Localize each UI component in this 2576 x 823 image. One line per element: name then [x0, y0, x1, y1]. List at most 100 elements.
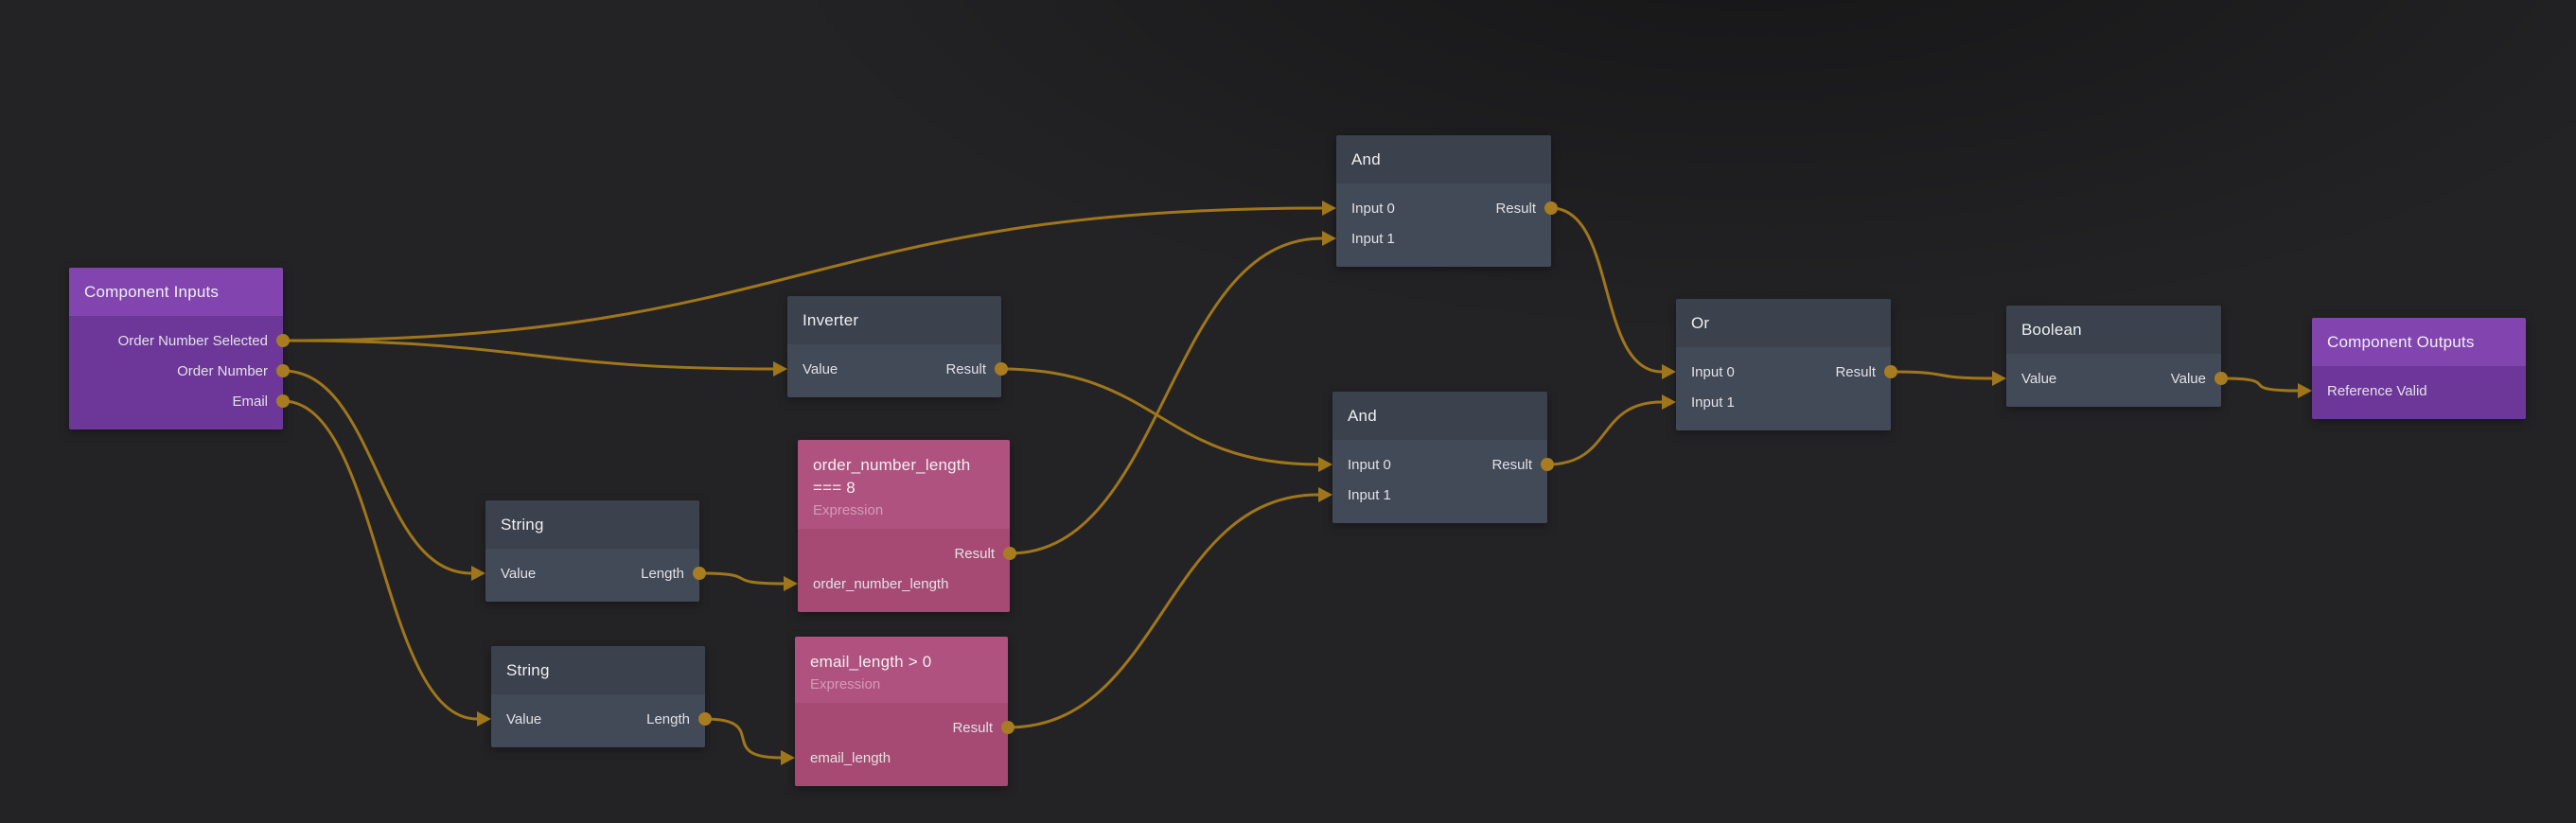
connection-wire[interactable] — [281, 339, 775, 371]
input-port-icon[interactable] — [2298, 383, 2312, 398]
node-title: email_length > 0 — [810, 653, 932, 671]
input-port-icon[interactable] — [1322, 231, 1336, 246]
output-port-icon[interactable] — [2214, 372, 2228, 385]
output-port-icon[interactable] — [693, 567, 706, 580]
output-port-icon[interactable] — [1001, 721, 1015, 734]
input-port-icon[interactable] — [477, 711, 491, 727]
port-row: Result — [795, 712, 1015, 743]
output-port-icon[interactable] — [276, 394, 290, 408]
node-header: Component Inputs — [69, 268, 283, 316]
node-title: And — [1351, 149, 1381, 168]
port-row: Email — [69, 386, 290, 416]
input-port-icon[interactable] — [1662, 394, 1676, 410]
node-header: order_number_length === 8 Expression — [798, 440, 1010, 529]
port-row: Input 1 — [1662, 387, 1891, 417]
node-title: String — [506, 660, 550, 679]
port-row: Order Number — [69, 356, 290, 386]
output-port-label: Email — [232, 393, 268, 410]
input-port-icon[interactable] — [471, 566, 485, 581]
connection-wire[interactable] — [703, 717, 783, 760]
node-title: And — [1348, 406, 1377, 425]
node-header: Component Outputs — [2312, 318, 2526, 366]
node-header: String — [485, 500, 699, 549]
node-title: Boolean — [2021, 320, 2082, 339]
port-row: Input 1 — [1322, 223, 1551, 254]
port-row: Value Length — [471, 558, 706, 588]
node-subtitle: Expression — [810, 676, 881, 692]
node-body: Result email_length — [781, 703, 1015, 786]
node-title: Component Outputs — [2327, 332, 2475, 351]
output-port-icon[interactable] — [276, 334, 290, 347]
connection-wire[interactable] — [1549, 206, 1664, 374]
output-port-label: Result — [1491, 456, 1532, 473]
input-port-label: Value — [501, 565, 537, 582]
node-header: And — [1332, 392, 1547, 440]
input-port-icon[interactable] — [1318, 457, 1332, 472]
output-port-icon[interactable] — [1544, 201, 1558, 215]
connection-wire[interactable] — [281, 369, 473, 575]
output-port-icon[interactable] — [1003, 547, 1016, 560]
input-port-icon[interactable] — [773, 361, 787, 376]
output-port-label: Result — [952, 719, 993, 736]
port-row: email_length — [781, 743, 1008, 773]
connection-wire[interactable] — [1008, 236, 1324, 555]
connection-wire[interactable] — [1006, 493, 1320, 729]
node-title: Inverter — [803, 310, 859, 329]
input-port-label: Value — [506, 710, 542, 727]
input-port-icon[interactable] — [1992, 371, 2006, 386]
connection-wire[interactable] — [1889, 370, 1994, 380]
connection-wire[interactable] — [697, 571, 785, 586]
connection-wire[interactable] — [1545, 400, 1664, 466]
node-header: Boolean — [2006, 306, 2221, 354]
output-port-icon[interactable] — [276, 364, 290, 377]
node-subtitle: Expression — [813, 502, 884, 518]
node-header: And — [1336, 135, 1551, 184]
input-port-icon[interactable] — [781, 750, 795, 765]
port-row: Input 1 — [1318, 480, 1547, 510]
connection-wire[interactable] — [281, 399, 479, 721]
input-port-label: Input 1 — [1351, 230, 1395, 247]
output-port-label: Value — [2170, 370, 2206, 387]
output-port-icon[interactable] — [1884, 365, 1897, 378]
output-port-label: Length — [641, 565, 684, 582]
connection-wire[interactable] — [999, 367, 1320, 466]
node-header: email_length > 0 Expression — [795, 637, 1008, 703]
connection-wire[interactable] — [281, 206, 1324, 342]
node-header: Inverter — [787, 296, 1001, 344]
port-row: Result — [798, 538, 1016, 569]
input-port-icon[interactable] — [1322, 201, 1336, 216]
node-title: order_number_length === 8 — [813, 456, 971, 497]
input-port-icon[interactable] — [1662, 364, 1676, 379]
output-port-label: Result — [1835, 363, 1876, 380]
connection-wire[interactable] — [2219, 376, 2300, 393]
output-port-label: Order Number Selected — [117, 332, 268, 349]
node-title: Or — [1691, 313, 1710, 332]
output-port-icon[interactable] — [698, 712, 712, 726]
input-port-label: Value — [2021, 370, 2057, 387]
input-port-icon[interactable] — [784, 576, 798, 591]
output-port-icon[interactable] — [995, 362, 1008, 376]
input-port-icon[interactable] — [1318, 487, 1332, 502]
input-port-label: Reference Valid — [2327, 382, 2427, 399]
output-port-icon[interactable] — [1541, 458, 1554, 471]
node-title: Component Inputs — [84, 282, 220, 301]
